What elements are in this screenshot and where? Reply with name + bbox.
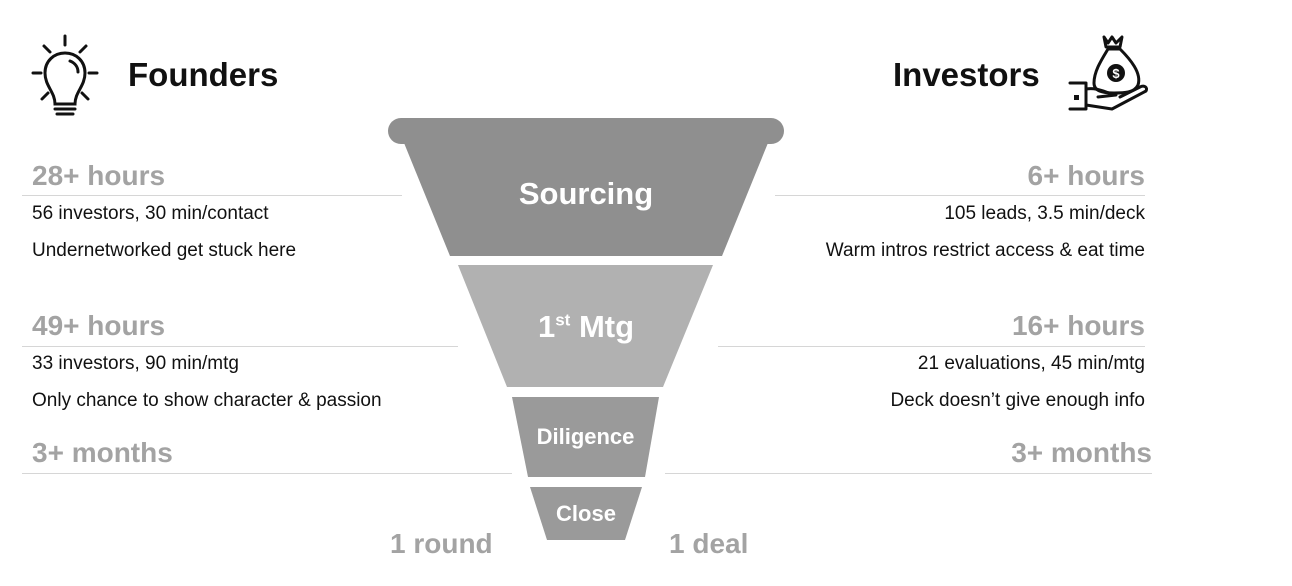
stage-label-diligence: Diligence (536, 424, 635, 449)
founders-sourcing-metric: 28+ hours (32, 160, 166, 191)
investors-sourcing-note: Warm intros restrict access & eat time (825, 240, 1145, 261)
funnel-stage-close (530, 487, 642, 540)
founders-meeting-metric: 49+ hours (32, 310, 166, 341)
svg-text:$: $ (1112, 66, 1120, 81)
funnel-stage-sourcing (402, 138, 770, 256)
money-bag-hand-icon: $ (1068, 35, 1148, 111)
divider (22, 473, 512, 474)
investors-meeting-note: Deck doesn’t give enough info (890, 390, 1145, 411)
investors-outcome: 1 deal (669, 528, 749, 559)
funnel-rim (388, 118, 784, 144)
investors-title: Investors (893, 56, 1040, 93)
divider (665, 473, 1152, 474)
investors-sourcing-detail: 105 leads, 3.5 min/deck (944, 203, 1145, 224)
investors-diligence-metric: 3+ months (1011, 437, 1152, 468)
stage-label-first-meeting: 1st Mtg (470, 309, 702, 345)
investors-sourcing-metric: 6+ hours (1027, 160, 1145, 191)
stage-label-number: 1 (537, 309, 556, 344)
investors-meeting-metric: 16+ hours (1011, 310, 1145, 341)
founders-title: Founders (128, 56, 279, 93)
stage-label-close: Close (556, 501, 616, 526)
stage-label-superscript: st (555, 310, 571, 330)
founders-sourcing-note: Undernetworked get stuck here (32, 240, 297, 261)
founders-diligence-metric: 3+ months (32, 437, 173, 468)
stage-label-sourcing: Sourcing (518, 176, 654, 211)
divider (22, 195, 402, 196)
divider (22, 346, 458, 347)
founders-meeting-detail: 33 investors, 90 min/mtg (32, 353, 239, 374)
founders-sourcing-detail: 56 investors, 30 min/contact (32, 203, 269, 224)
stage-label-text: Mtg (570, 309, 635, 344)
funnel-stage-first-meeting (458, 265, 713, 387)
investors-meeting-detail: 21 evaluations, 45 min/mtg (917, 353, 1145, 374)
divider (718, 346, 1145, 347)
founders-outcome: 1 round (390, 528, 493, 559)
funnel-stage-diligence (512, 397, 659, 477)
divider (775, 195, 1145, 196)
lightbulb-icon (31, 34, 99, 116)
founders-meeting-note: Only chance to show character & passion (32, 390, 382, 411)
